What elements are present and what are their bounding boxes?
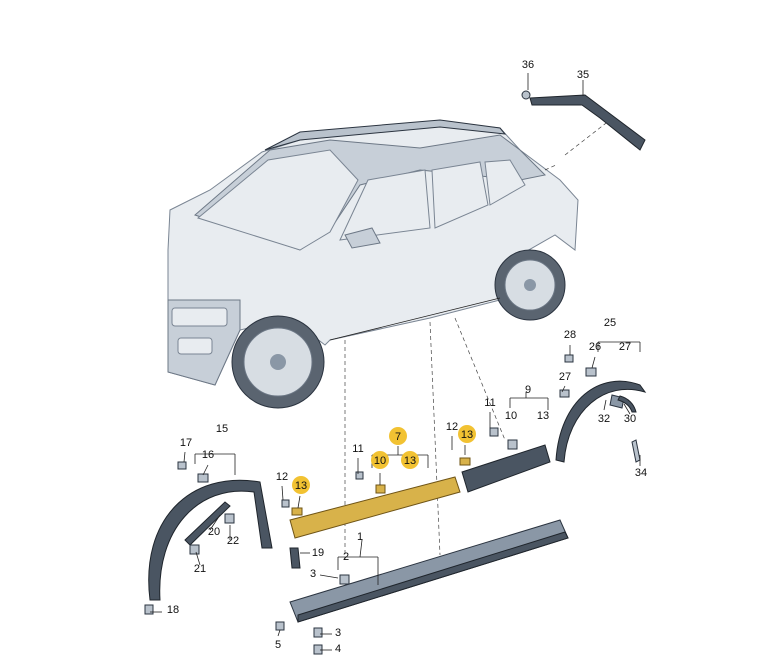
callout-number-26: 26 (589, 341, 601, 353)
callout-number-11: 11 (484, 397, 495, 409)
roof-trim-part (521, 90, 646, 151)
callout-number-35: 35 (577, 69, 589, 81)
callout-number-19: 19 (312, 547, 324, 559)
front-door-trim-part (281, 471, 461, 539)
callout-highlight (458, 425, 476, 443)
callout-number-13: 13 (295, 480, 307, 492)
callout-number-17: 17 (180, 437, 192, 449)
sill-panel-part (275, 519, 569, 655)
callout-number-28: 28 (564, 329, 576, 341)
callout-number-15: 15 (216, 423, 228, 435)
callout-number-3: 3 (310, 568, 316, 580)
callout-number-34: 34 (635, 467, 647, 479)
callout-number-5: 5 (275, 639, 281, 651)
callout-number-27: 27 (619, 341, 631, 353)
front-wheel-arch-part (144, 461, 301, 615)
leader-lines (150, 73, 641, 651)
callout-number-22: 22 (227, 535, 239, 547)
callout-number-3: 3 (335, 627, 341, 639)
callout-number-1: 1 (357, 531, 363, 543)
callout-number-21: 21 (194, 563, 206, 575)
callout-number-10: 10 (505, 410, 517, 422)
callout-number-7: 7 (395, 431, 401, 443)
vehicle-illustration (167, 119, 579, 409)
callout-number-32: 32 (598, 413, 610, 425)
callout-number-16: 16 (202, 449, 214, 461)
callout-number-18: 18 (167, 604, 179, 616)
rear-wheel (494, 249, 566, 321)
callout-number-27: 27 (559, 371, 571, 383)
rear-door-trim-part (459, 427, 551, 493)
rear-wheel-arch-part (555, 354, 647, 463)
callout-highlight (292, 476, 310, 494)
callout-number-30: 30 (624, 413, 636, 425)
callout-number-25: 25 (604, 317, 616, 329)
callout-number-20: 20 (208, 526, 220, 538)
callout-number-11: 11 (352, 443, 363, 455)
callout-highlight (401, 451, 419, 469)
callout-number-4: 4 (335, 643, 341, 655)
callout-number-12: 12 (276, 471, 288, 483)
front-wheel (231, 315, 325, 409)
callout-number-13: 13 (537, 410, 549, 422)
callout-highlight (371, 451, 389, 469)
callout-number-13: 13 (461, 429, 473, 441)
callout-number-2: 2 (343, 551, 349, 563)
callout-number-13: 13 (404, 455, 416, 467)
callout-number-12: 12 (446, 421, 458, 433)
callout-number-9: 9 (525, 384, 531, 396)
callout-number-10: 10 (374, 455, 386, 467)
callout-highlight (389, 427, 407, 445)
callout-number-36: 36 (522, 59, 534, 71)
